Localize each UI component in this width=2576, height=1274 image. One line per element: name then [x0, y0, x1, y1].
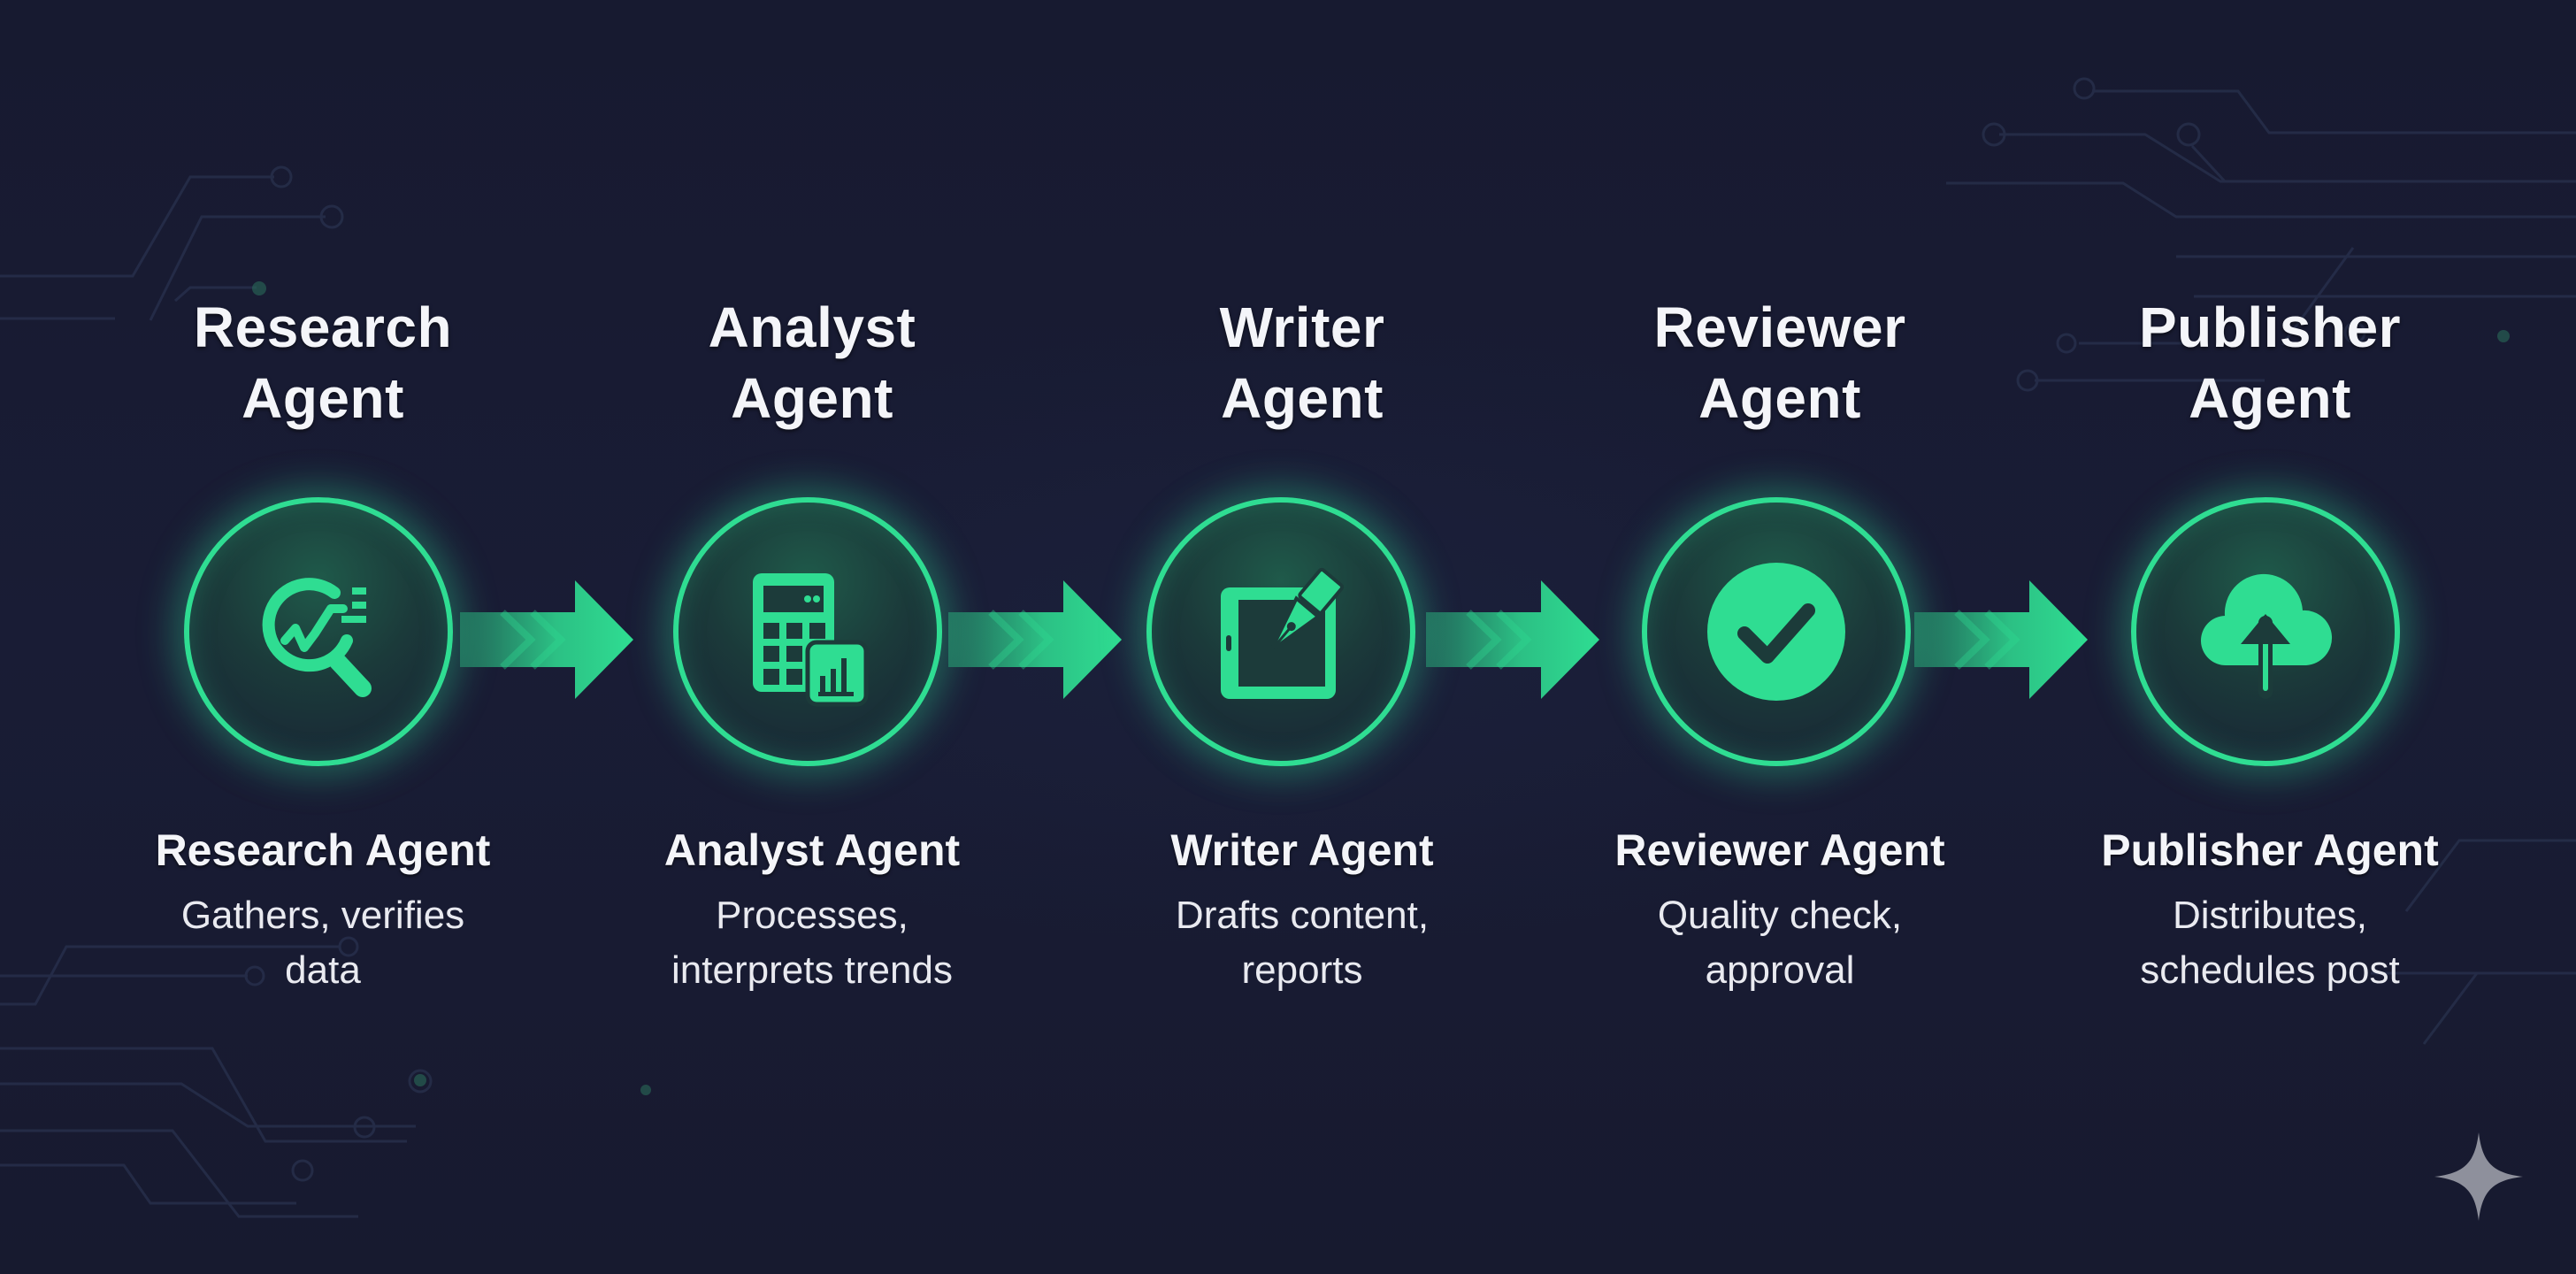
step-label: Publisher Agent: [2101, 825, 2439, 875]
check-circle-icon: [1707, 563, 1845, 701]
step-title: Publisher Agent: [2138, 295, 2402, 430]
step-label: Analyst Agent: [663, 825, 961, 875]
publisher-agent-node[interactable]: [2131, 497, 2400, 766]
step-title: Reviewer Agent: [1653, 295, 1906, 430]
step-description: Drafts content, reports: [1175, 894, 1430, 992]
step-description: Gathers, verifies data: [180, 894, 465, 992]
reviewer-agent-node[interactable]: [1642, 497, 1911, 766]
writer-agent-node[interactable]: [1146, 497, 1415, 766]
tablet-pen-icon: [1221, 567, 1345, 699]
step-description: Quality check, approval: [1657, 894, 1903, 992]
arrow-right-icon: [1914, 580, 2088, 699]
step-title: Writer Agent: [1219, 295, 1385, 430]
step-description: Distributes, schedules post: [2140, 894, 2400, 992]
sparkle-icon: [2434, 1132, 2523, 1221]
step-label: Writer Agent: [1170, 825, 1434, 875]
cloud-upload-icon: [2200, 573, 2333, 699]
arrow-right-icon: [948, 580, 1122, 699]
analyst-agent-node[interactable]: [673, 497, 942, 766]
step-description: Processes, interprets trends: [671, 894, 953, 992]
search-analytics-icon: [262, 578, 372, 697]
step-title: Research Agent: [193, 295, 453, 430]
step-label: Research Agent: [155, 825, 491, 875]
step-label: Reviewer Agent: [1614, 825, 1945, 875]
calculator-chart-icon: [753, 573, 869, 707]
step-title: Analyst Agent: [708, 295, 916, 430]
research-agent-node[interactable]: [184, 497, 453, 766]
arrow-right-icon: [460, 580, 633, 699]
arrow-right-icon: [1426, 580, 1599, 699]
